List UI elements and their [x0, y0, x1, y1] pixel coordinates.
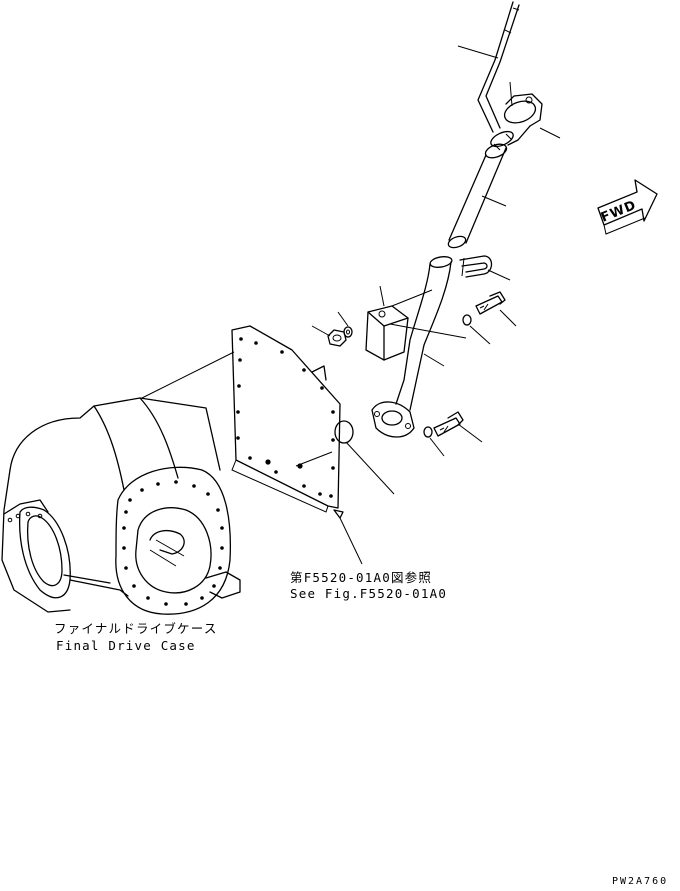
washer-lower	[423, 426, 433, 438]
plate-bolt-holes	[236, 337, 335, 498]
upper-tube	[447, 143, 508, 249]
washer	[343, 326, 353, 338]
bolt-upper	[475, 291, 506, 315]
nut	[327, 329, 347, 347]
reference-label-en: See Fig.F5520-01A0	[290, 586, 448, 601]
cover-plate	[231, 325, 341, 513]
fwd-arrow-icon: FWD	[597, 179, 658, 235]
pipe-flange	[371, 401, 415, 438]
fwd-label: FWD	[599, 198, 639, 226]
breather-hose	[477, 1, 520, 133]
gasket	[334, 420, 354, 444]
final-drive-case	[1, 397, 241, 615]
case-label-jp: ファイナルドライブケース	[54, 621, 218, 636]
bent-pipe	[395, 256, 453, 411]
washer-upper	[462, 314, 472, 326]
case-flange	[115, 466, 231, 615]
hose-clamp	[503, 93, 543, 146]
bracket	[365, 305, 409, 361]
hose-band	[490, 130, 514, 151]
leader-lines	[141, 45, 561, 565]
u-bolt	[459, 255, 493, 278]
drawing-code: PW2A760	[612, 876, 669, 887]
case-label-en: Final Drive Case	[56, 638, 196, 653]
reference-label-jp: 第F5520-01A0図参照	[290, 570, 433, 585]
bolt-lower	[433, 411, 464, 437]
